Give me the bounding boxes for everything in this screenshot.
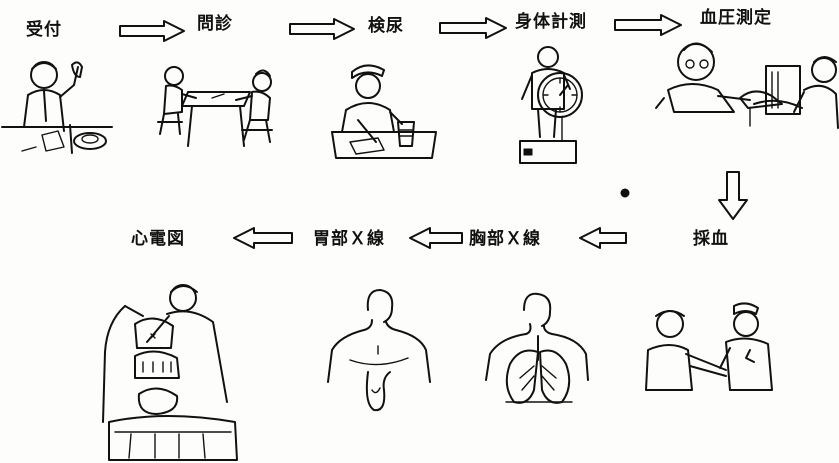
step-label-body-measurement: 身体計測 xyxy=(515,12,587,32)
step-label-chest-xray: 胸部Ｘ線 xyxy=(469,229,541,249)
step-label-ecg: 心電図 xyxy=(131,229,185,249)
body-measurement-illustration xyxy=(519,46,583,164)
right-arrow-icon xyxy=(439,17,507,39)
step-label-blood-draw: 採血 xyxy=(693,229,729,249)
step-label-blood-pressure: 血圧測定 xyxy=(700,8,772,28)
step-label-interview: 問診 xyxy=(197,14,233,34)
blood-draw-illustration xyxy=(645,302,773,391)
reception-illustration xyxy=(1,61,113,154)
down-arrow-icon xyxy=(718,171,748,220)
chest-xray-illustration xyxy=(485,292,589,404)
stomach-xray-illustration xyxy=(327,289,431,412)
blood-pressure-illustration xyxy=(655,42,839,129)
urine-test-illustration xyxy=(331,64,437,159)
step-label-stomach-xray: 胃部Ｘ線 xyxy=(313,229,385,249)
interview-illustration xyxy=(157,66,273,147)
step-label-reception: 受付 xyxy=(26,20,62,40)
left-arrow-icon xyxy=(233,227,293,249)
step-label-urine-test: 検尿 xyxy=(368,16,404,36)
right-arrow-icon xyxy=(614,14,682,36)
ink-spot xyxy=(620,188,630,198)
left-arrow-icon xyxy=(579,227,627,249)
ecg-illustration xyxy=(102,284,238,461)
right-arrow-icon xyxy=(119,20,185,42)
right-arrow-icon xyxy=(289,18,355,40)
left-arrow-icon xyxy=(409,227,463,249)
